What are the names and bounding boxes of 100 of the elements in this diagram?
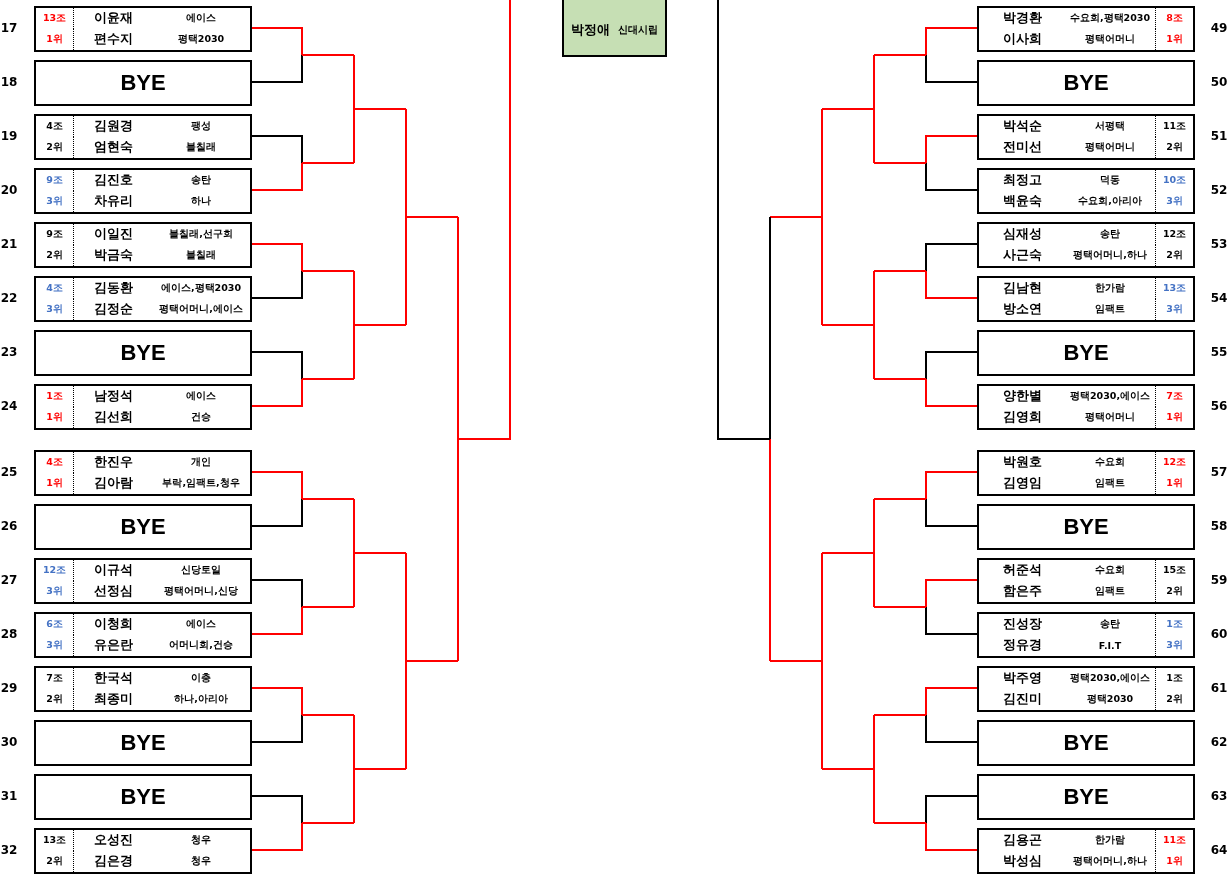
club-name: 임팩트 — [1094, 302, 1126, 316]
club-name: 블칠래 — [185, 248, 217, 262]
bracket-line — [925, 714, 978, 743]
player-name: 김용곤 — [1001, 831, 1043, 849]
seed-number: 49 — [1209, 21, 1229, 35]
match-entry-box — [977, 168, 1195, 214]
seed-number: 23 — [0, 345, 19, 359]
bye-box — [977, 720, 1195, 766]
bye-box — [34, 774, 252, 820]
club-name: 에이스,평택2030 — [159, 281, 243, 295]
club-name: 팽성 — [190, 119, 212, 133]
match-entry-box — [34, 384, 252, 430]
club-name: 평택어머니 — [1084, 410, 1136, 424]
club-name: 평택어머니,신당 — [163, 584, 239, 598]
group-label: 13조 — [1155, 278, 1193, 299]
club-name: 에이스 — [185, 11, 217, 25]
club-name: 송탄 — [190, 173, 212, 187]
player-name: 김은경 — [92, 852, 134, 870]
club-name: 신당토일 — [180, 563, 222, 577]
club-name: 수요회 — [1094, 455, 1126, 469]
club-name: 수요회,아리아 — [1077, 194, 1143, 208]
rank-label: 3위 — [36, 191, 74, 212]
bracket-line — [251, 27, 303, 56]
group-label: 4조 — [36, 116, 74, 137]
seed-number: 27 — [0, 573, 19, 587]
club-name: 임팩트 — [1094, 584, 1126, 598]
club-name: 하나 — [190, 194, 212, 208]
match-entry-box — [34, 450, 252, 496]
rank-label: 2위 — [1155, 245, 1193, 266]
match-entry-box — [34, 114, 252, 160]
match-entry-box — [977, 450, 1195, 496]
seed-number: 54 — [1209, 291, 1229, 305]
group-label: 13조 — [36, 8, 74, 29]
group-label: 13조 — [36, 830, 74, 851]
seed-number: 63 — [1209, 789, 1229, 803]
club-name: 건승 — [190, 410, 212, 424]
rank-label: 2위 — [36, 689, 74, 710]
seed-number: 51 — [1209, 129, 1229, 143]
bye-label: BYE — [120, 514, 166, 540]
player-name: 이사희 — [1001, 30, 1043, 48]
club-name: 평택2030 — [176, 32, 226, 46]
player-name: 오성진 — [92, 831, 134, 849]
seed-number: 30 — [0, 735, 19, 749]
player-name: 박성심 — [1001, 852, 1043, 870]
seed-number: 29 — [0, 681, 19, 695]
club-name: 평택어머니 — [1084, 140, 1136, 154]
player-name: 차유리 — [92, 192, 134, 210]
bracket-line — [925, 27, 978, 56]
player-name: 한국석 — [92, 669, 134, 687]
player-name: 김동환 — [92, 279, 134, 297]
bracket-line — [251, 606, 303, 635]
group-label: 7조 — [36, 668, 74, 689]
club-name: 한가람 — [1094, 281, 1126, 295]
bracket-line — [251, 822, 303, 851]
seed-number: 25 — [0, 465, 19, 479]
bye-box — [34, 720, 252, 766]
bracket-line — [251, 471, 303, 500]
match-entry-box — [977, 384, 1195, 430]
bracket-line — [925, 162, 978, 191]
seed-number: 62 — [1209, 735, 1229, 749]
club-name: 평택어머니,하나 — [1072, 248, 1148, 262]
player-name: 박정애 — [571, 20, 610, 39]
bracket-line — [925, 687, 978, 716]
group-label: 12조 — [1155, 224, 1193, 245]
seed-number: 31 — [0, 789, 19, 803]
match-entry-box — [34, 276, 252, 322]
seed-number: 17 — [0, 21, 19, 35]
player-name: 김정순 — [92, 300, 134, 318]
group-label: 15조 — [1155, 560, 1193, 581]
bracket-line — [925, 243, 978, 272]
club-name: 평택2030,에이스 — [1068, 671, 1152, 685]
bracket-line — [251, 162, 303, 191]
match-entry-box — [34, 828, 252, 874]
match-entry-box — [34, 222, 252, 268]
seed-number: 28 — [0, 627, 19, 641]
player-name: 김남현 — [1001, 279, 1043, 297]
player-name: 박경환 — [1001, 9, 1043, 27]
player-name: 박금숙 — [92, 246, 134, 264]
rank-label: 3위 — [1155, 635, 1193, 656]
club-name: 청우 — [190, 854, 212, 868]
bye-label: BYE — [1063, 730, 1109, 756]
bracket-line — [925, 351, 978, 380]
club-name: 신대시립 — [618, 22, 658, 37]
match-entry-box — [977, 666, 1195, 712]
player-name: 남정석 — [92, 387, 134, 405]
seed-number: 19 — [0, 129, 19, 143]
bye-box — [977, 504, 1195, 550]
rank-label: 1위 — [1155, 473, 1193, 494]
player-name: 한진우 — [92, 453, 134, 471]
bracket-line — [251, 498, 303, 527]
match-entry-box — [34, 666, 252, 712]
bye-box — [34, 504, 252, 550]
group-label: 7조 — [1155, 386, 1193, 407]
player-name: 김원경 — [92, 117, 134, 135]
player-name: 박석순 — [1001, 117, 1043, 135]
player-name: 엄현숙 — [92, 138, 134, 156]
match-entry-box — [977, 612, 1195, 658]
rank-label: 2위 — [36, 137, 74, 158]
rank-label: 2위 — [1155, 689, 1193, 710]
club-name: 청우 — [190, 833, 212, 847]
